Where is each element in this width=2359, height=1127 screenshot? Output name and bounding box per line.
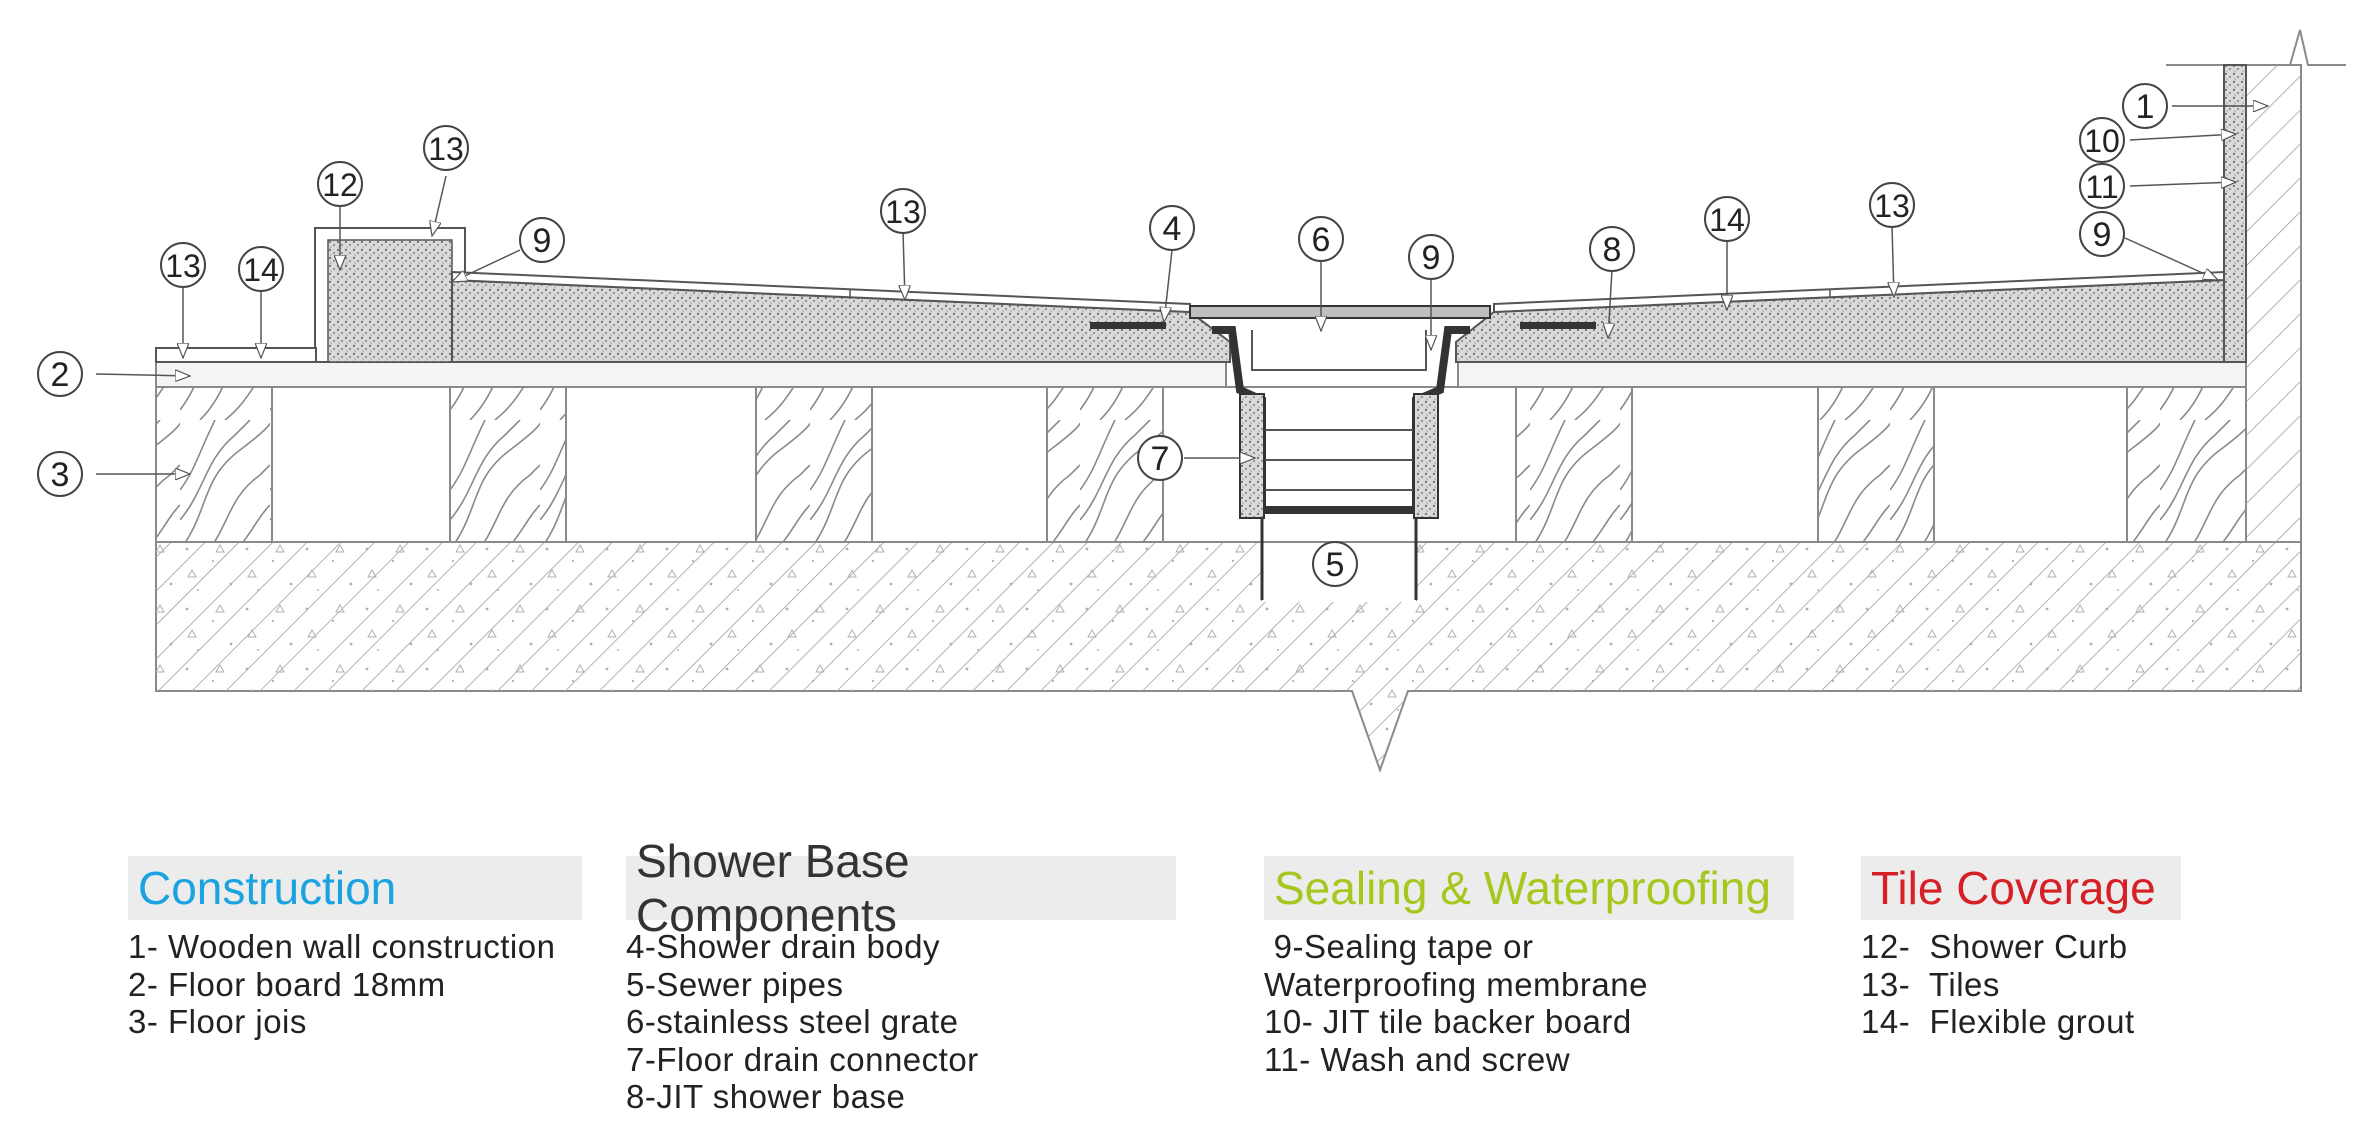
svg-text:4: 4	[1163, 210, 1182, 248]
legend-title-sealing: Sealing & Waterproofing	[1264, 856, 1794, 920]
svg-text:13: 13	[165, 248, 201, 284]
callout-1: 1	[2122, 83, 2168, 129]
legend-construction: Construction 1- Wooden wall construction…	[128, 856, 582, 1041]
legend-item: 4-Shower drain body	[626, 928, 941, 965]
svg-text:11: 11	[2085, 169, 2118, 205]
callout-11: 11	[2079, 163, 2125, 209]
svg-text:9: 9	[1422, 239, 1441, 277]
svg-text:10: 10	[2084, 123, 2120, 159]
sewer-pipe	[1260, 518, 1418, 600]
svg-text:2: 2	[51, 356, 70, 394]
callout-14-a: 14	[238, 246, 284, 292]
callout-8: 8	[1589, 226, 1635, 272]
legend-item: 5-Sewer pipes	[626, 965, 844, 1003]
callout-4: 4	[1149, 205, 1195, 251]
legend-item: Waterproofing membrane	[1264, 965, 1648, 1003]
legend-item: 14- Flexible grout	[1861, 1003, 2135, 1040]
svg-text:9: 9	[533, 222, 552, 260]
legend-title-construction: Construction	[128, 856, 582, 920]
callout-6: 6	[1298, 216, 1344, 262]
callout-13-d: 13	[1869, 182, 1915, 228]
legend-item: 12- Shower Curb	[1861, 928, 2128, 965]
legend-item: 7-Floor drain connector	[626, 1040, 979, 1078]
callout-5: 5	[1312, 541, 1358, 587]
floor-board	[155, 361, 2247, 388]
svg-text:13: 13	[1874, 188, 1910, 224]
svg-text:6: 6	[1312, 221, 1331, 259]
legend-title-components: Shower Base Components	[626, 835, 1176, 941]
legend-sealing-waterproofing: Sealing & Waterproofing 9-Sealing tape o…	[1264, 856, 1794, 1078]
legend-title-tile: Tile Coverage	[1861, 856, 2181, 920]
svg-text:7: 7	[1151, 440, 1170, 478]
svg-text:14: 14	[1709, 202, 1745, 238]
callout-10: 10	[2079, 117, 2125, 163]
floor-joists	[155, 386, 2247, 543]
callout-9-center: 9	[1408, 234, 1454, 280]
svg-text:9: 9	[2093, 216, 2112, 254]
svg-text:12: 12	[322, 167, 358, 203]
callout-9-left: 9	[519, 217, 565, 263]
callout-3: 3	[37, 451, 83, 497]
callout-14-b: 14	[1704, 196, 1750, 242]
callout-12: 12	[317, 161, 363, 207]
svg-text:14: 14	[243, 252, 279, 288]
legend-item: 6-stainless steel grate	[626, 1003, 959, 1040]
svg-text:13: 13	[885, 194, 921, 230]
callout-13-a: 13	[160, 242, 206, 288]
legend-item: 3- Floor jois	[128, 1003, 307, 1040]
legend-item: 9-Sealing tape or	[1264, 928, 1534, 965]
legend-shower-base-components: Shower Base Components 4-Shower drain bo…	[626, 835, 1176, 1116]
leader-lines	[95, 106, 2268, 474]
legend-item: 2- Floor board 18mm	[128, 965, 446, 1003]
legend-item: 10- JIT tile backer board	[1264, 1003, 1632, 1040]
shower-base	[451, 270, 2225, 363]
svg-text:3: 3	[51, 456, 70, 494]
callouts: 1 10 11 9 2 3 13 14 12 13 9 13 4 6 9 8 1…	[37, 83, 2168, 587]
shower-cross-section-diagram: 1 10 11 9 2 3 13 14 12 13 9 13 4 6 9 8 1…	[37, 29, 2346, 773]
svg-text:13: 13	[428, 131, 464, 167]
callout-13-c: 13	[880, 188, 926, 234]
svg-text:1: 1	[2136, 88, 2155, 126]
legend-item: 1- Wooden wall construction	[128, 928, 556, 965]
callout-2: 2	[37, 351, 83, 397]
callout-9-right: 9	[2079, 211, 2125, 257]
callout-7: 7	[1137, 435, 1183, 481]
legend-tile-coverage: Tile Coverage 12- Shower Curb 13- Tiles …	[1861, 856, 2181, 1041]
svg-text:5: 5	[1326, 546, 1345, 584]
legend-item: 8-JIT shower base	[626, 1078, 906, 1115]
callout-13-b: 13	[423, 125, 469, 171]
legend-item: 11- Wash and screw	[1264, 1040, 1571, 1078]
legend-item: 13- Tiles	[1861, 965, 2000, 1003]
shower-curb	[155, 227, 466, 363]
concrete-slab	[155, 520, 2302, 773]
svg-text:8: 8	[1603, 231, 1622, 269]
